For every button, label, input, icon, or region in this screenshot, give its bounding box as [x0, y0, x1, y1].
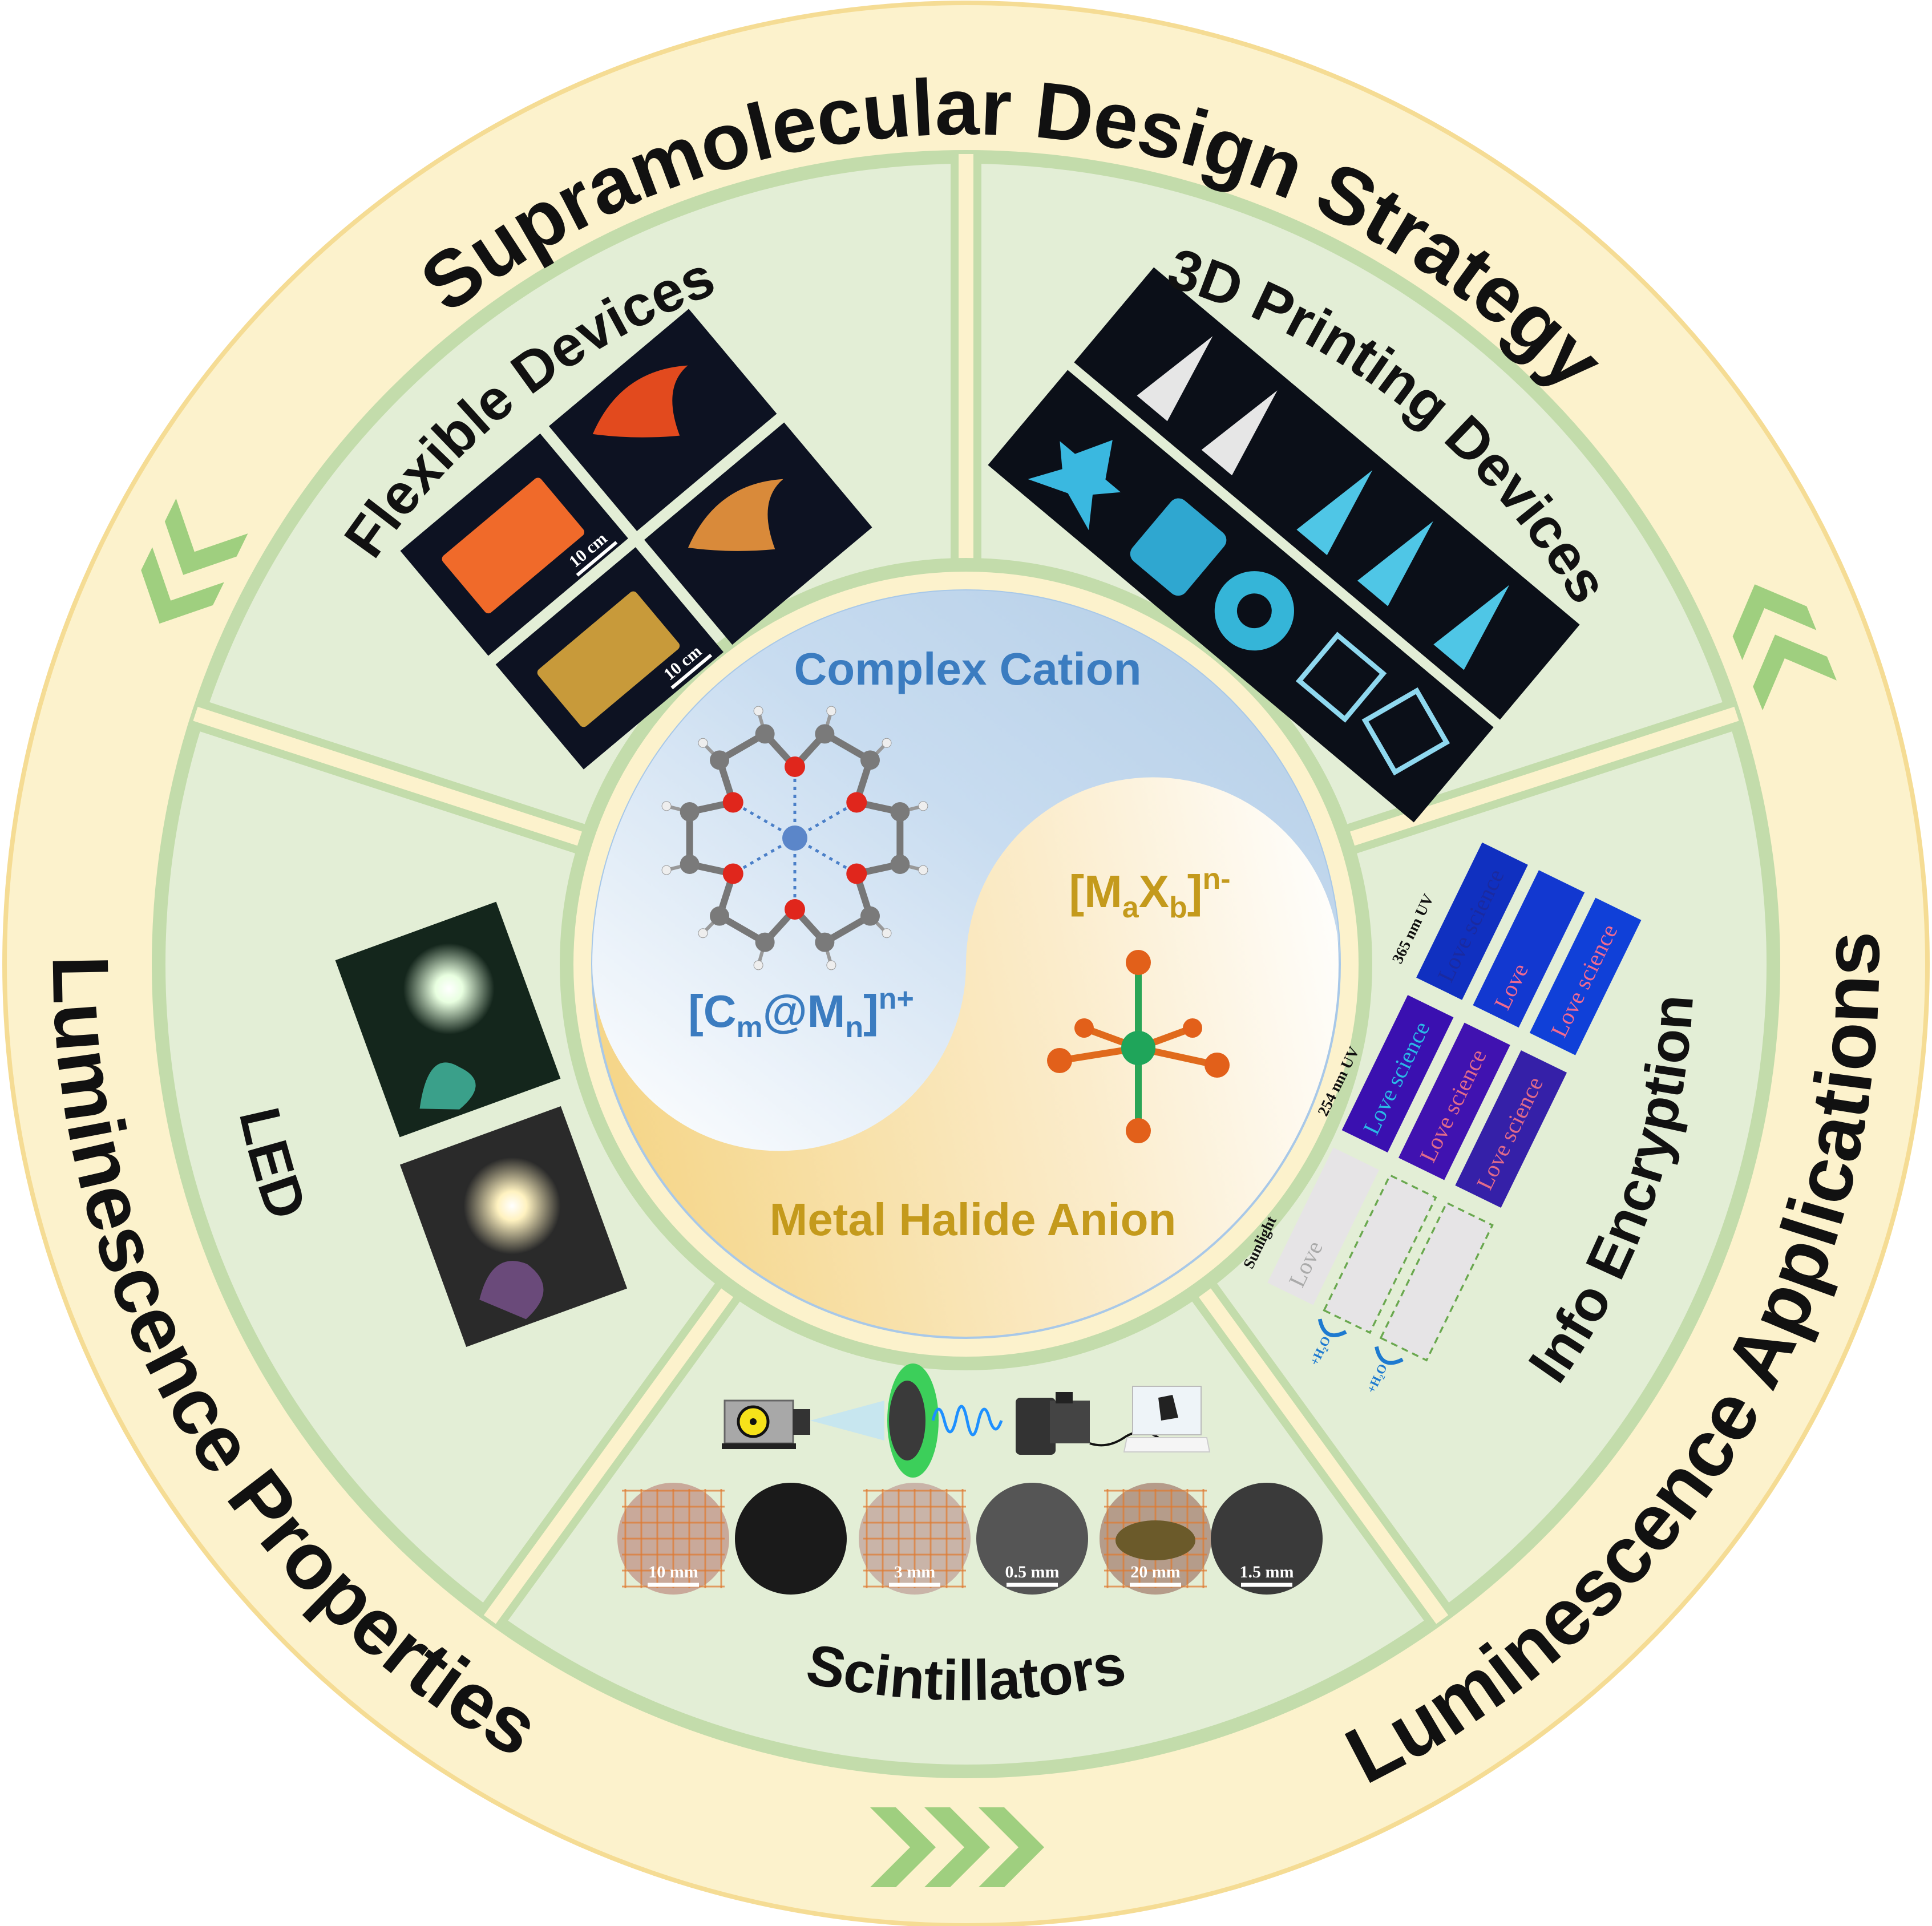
scale-label: 3 mm [894, 1563, 935, 1581]
encryption-sample [1399, 1022, 1510, 1180]
carbon-atom [680, 854, 700, 874]
halide-atom [1126, 1118, 1151, 1143]
oxygen-atom [722, 792, 743, 813]
metal-halide-anion-icon [1047, 950, 1230, 1143]
chevron [141, 547, 224, 624]
carbon-atom [815, 724, 835, 744]
carbon-atom [755, 932, 775, 952]
halide-atom [1047, 1048, 1072, 1073]
scale-label: 10 mm [648, 1563, 698, 1581]
chevron [164, 498, 248, 575]
halide-atom [1205, 1053, 1230, 1078]
metal-center-atom [1121, 1031, 1155, 1065]
oxygen-atom [846, 792, 867, 813]
carbon-atom [890, 854, 910, 874]
flexible-devices-photo: 10 cm 10 cm [400, 309, 872, 770]
carbon-atom [815, 932, 835, 952]
scale-label: 1.5 mm [1240, 1563, 1294, 1581]
chevron-arrows-icon [1732, 584, 1837, 711]
cation-formula: [Cm@Mn]n+ [688, 982, 914, 1044]
x-ray-image [735, 1483, 847, 1595]
divider [1338, 706, 1739, 850]
oxygen-atom [722, 863, 743, 884]
chevron-arrows-icon [141, 498, 248, 624]
halide-atom [1183, 1018, 1202, 1038]
carbon-atom [890, 802, 910, 822]
metal-halide-anion-label: Metal Halide Anion [770, 1194, 1177, 1245]
chevron [1732, 584, 1817, 661]
scintillator-images: 10 mm 3 mm 0.5 mm 20 mm 1.5 mm [617, 1483, 1323, 1595]
oxygen-atom [785, 899, 805, 920]
encryption-sample [1416, 842, 1528, 1000]
scale-label: 20 mm [1130, 1563, 1180, 1581]
carbon-atom [710, 906, 730, 926]
laptop-icon [1123, 1386, 1211, 1452]
oxygen-atom [785, 756, 805, 777]
crown-ether-molecule-icon [661, 706, 928, 970]
cation-region [592, 590, 1340, 1151]
3d-printing-photo [988, 267, 1580, 823]
encryption-sample [1455, 1050, 1567, 1208]
carbon-atom [860, 750, 880, 770]
camera-icon [1016, 1392, 1090, 1455]
oxygen-atom [846, 863, 867, 884]
x-ray-image [976, 1483, 1088, 1595]
scale-label: 0.5 mm [1005, 1563, 1060, 1581]
encryption-sample [1379, 1201, 1494, 1362]
center-yin-yang [591, 589, 1341, 1339]
panel-dividers [191, 154, 1741, 1629]
encryption-sample [1323, 1174, 1437, 1334]
halide-atom [1074, 1018, 1094, 1038]
encryption-sample [1529, 897, 1642, 1055]
encryption-sample [1341, 995, 1454, 1153]
chevron [870, 1807, 936, 1887]
scintillator-screen-icon [887, 1363, 939, 1478]
carbon-atom [860, 906, 880, 926]
carbon-atom [755, 724, 775, 744]
divider [1191, 1278, 1449, 1624]
anion-formula: [MaXb]n- [1069, 863, 1230, 924]
chevron [924, 1807, 990, 1887]
carbon-atom [710, 750, 730, 770]
halide-atom [1126, 950, 1151, 975]
chevron-arrows-icon [870, 1807, 1044, 1887]
divider [483, 1278, 741, 1624]
x-ray-image [1211, 1483, 1323, 1595]
x-ray-source-icon [722, 1399, 810, 1449]
encryption-sample [1267, 1147, 1379, 1305]
chevron [1753, 634, 1837, 711]
encryption-sample [1473, 870, 1585, 1028]
scintillator-setup [722, 1363, 1211, 1478]
divider [193, 706, 594, 850]
carbon-atom [680, 802, 700, 822]
emission-wave-icon [931, 1405, 1003, 1437]
metal-atom [782, 826, 807, 851]
led-photo [335, 901, 628, 1348]
chevron [979, 1807, 1044, 1887]
complex-cation-label: Complex Cation [794, 644, 1142, 694]
